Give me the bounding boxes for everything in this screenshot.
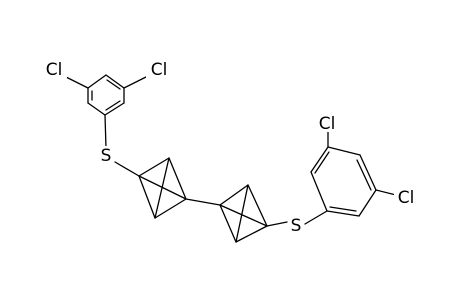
bond: [247, 184, 268, 227]
bond: [105, 100, 121, 111]
bond: [138, 157, 170, 177]
bond: [65, 76, 89, 89]
bond: [138, 175, 187, 200]
bond: [235, 184, 249, 243]
bond: [106, 79, 121, 90]
bond: [123, 76, 147, 89]
bond: [104, 102, 125, 116]
bond: [138, 175, 156, 219]
bond: [219, 204, 237, 243]
bond: [310, 171, 328, 212]
bond: [219, 204, 268, 227]
bond: [114, 161, 140, 177]
chlorine-label: Cl: [398, 188, 415, 208]
bond: [154, 157, 170, 219]
bond: [235, 225, 268, 243]
bond: [168, 157, 187, 200]
right-aryl-ring: [310, 131, 397, 217]
chlorine-label: Cl: [46, 60, 63, 80]
bond: [359, 154, 377, 191]
bond: [87, 74, 107, 89]
bond: [105, 74, 125, 89]
bond: [104, 114, 107, 149]
bond: [310, 146, 329, 173]
bond: [375, 189, 397, 196]
bond: [329, 206, 357, 212]
left-cage: [138, 157, 187, 219]
bond: [304, 210, 328, 225]
sulfur-label: S: [101, 146, 112, 166]
left-aryl-ring: [65, 74, 147, 149]
bond: [185, 198, 221, 206]
bond: [327, 146, 361, 156]
right-cage: [219, 184, 268, 243]
bond: [314, 151, 330, 174]
sulfur-label: S: [291, 216, 302, 236]
bond: [356, 159, 372, 191]
chlorine-label: Cl: [319, 114, 336, 134]
bond: [219, 184, 249, 206]
bond: [326, 210, 360, 217]
bond: [266, 221, 288, 227]
bond: [87, 102, 106, 116]
atom-labels: Cl Cl S S Cl Cl: [42, 60, 419, 236]
bond: [154, 198, 187, 219]
chlorine-label: Cl: [151, 60, 168, 80]
bond: [358, 189, 377, 217]
